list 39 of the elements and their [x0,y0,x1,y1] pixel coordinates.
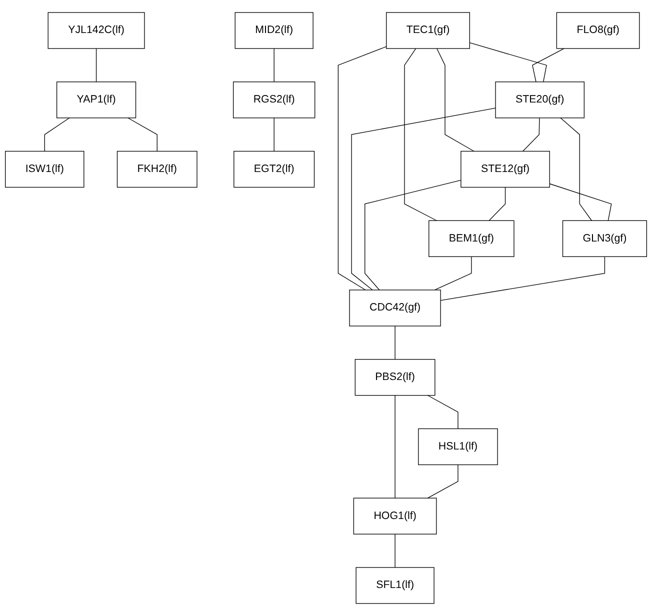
connector [488,186,506,221]
node-box: ISW1(lf) [5,150,84,188]
node-box: TEC1(gf) [386,12,470,49]
connector [560,118,592,221]
node-box: BEM1(gf) [428,220,514,257]
connector [44,118,70,152]
connector [522,118,540,152]
connector [351,108,496,290]
connector [394,395,396,498]
connector [338,46,387,290]
node-box: HOG1(lf) [353,498,437,534]
node-box: STE12(gf) [460,150,550,188]
node-box: YJL142C(lf) [48,12,145,49]
connector [404,48,438,221]
node-box: CDC42(gf) [349,290,441,326]
node-box: RGS2(lf) [232,82,316,118]
connector [469,42,547,82]
node-box: MID2(lf) [234,12,314,49]
node-box: STE20(gf) [495,82,585,118]
connector [434,256,472,290]
connector [128,118,158,152]
connector [532,48,564,82]
connector [436,48,474,152]
node-box: HSL1(lf) [418,428,498,466]
connector [394,534,396,568]
node-box: FKH2(lf) [116,150,198,188]
node-box: SFL1(lf) [356,567,434,604]
connector [96,48,97,82]
connector [364,180,462,290]
connector [394,326,396,360]
node-box: FLO8(gf) [556,12,640,49]
connector [549,183,612,221]
connector [427,395,458,430]
node-box: EGT2(lf) [234,150,315,188]
node-box: YAP1(lf) [56,82,136,118]
node-box: PBS2(lf) [354,359,436,396]
connector [427,464,458,498]
node-box: GLN3(gf) [562,220,647,257]
connector [440,256,606,301]
